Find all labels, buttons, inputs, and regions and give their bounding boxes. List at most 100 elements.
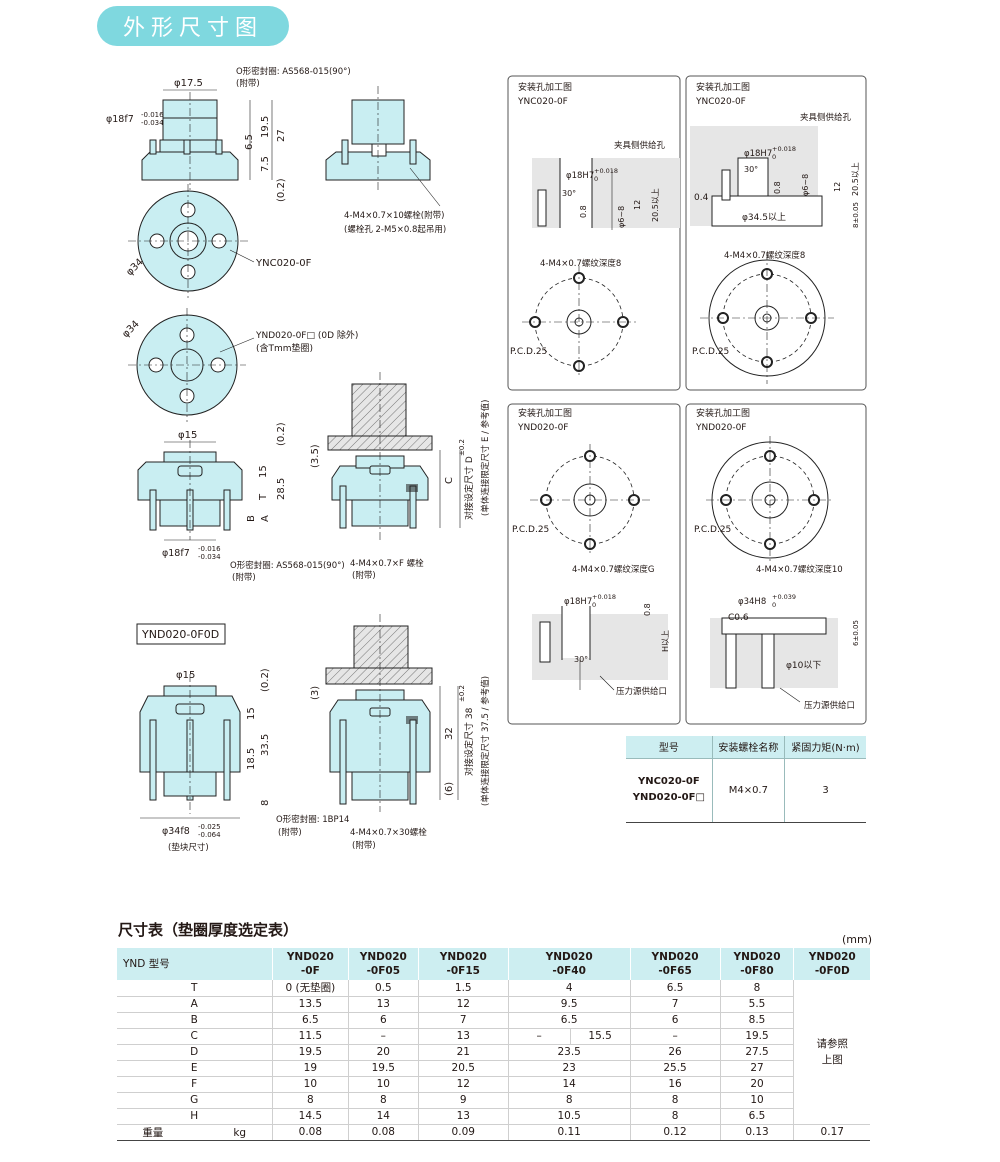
mount-4-fit-tol-upper: +0.039: [772, 593, 796, 601]
ynd-fit-tol-lower: -0.034: [198, 553, 221, 561]
ynd0d-fit-tol-upper: -0.025: [198, 823, 221, 831]
ynd-dim-285: 28.5: [276, 478, 287, 500]
mount-4-fit-tol-lower: 0: [772, 601, 776, 609]
mount-1-pcd: P.C.D.25: [510, 347, 547, 357]
ynd0d-dia-15: φ15: [176, 670, 195, 681]
mount-3-thread: 4-M4×0.7螺纹深度G: [572, 564, 654, 575]
torque-col-model: 型号: [626, 736, 713, 759]
ynd-vertical-2: (单体连接限定尺寸 E / 参考值): [480, 400, 491, 516]
ynd-model-note: (含Tmm垫圈): [256, 342, 313, 354]
mount-2-dim-5: 20.5以上: [851, 162, 860, 196]
ynd-vertical-1: 对接设定尺寸 D: [463, 456, 475, 520]
mount-3-fit-tol-upper: +0.018: [592, 593, 616, 601]
ynd-oring: O形密封圈: AS568-015(90°): [230, 560, 345, 571]
ync-dia-top: φ17.5: [174, 78, 203, 89]
table-row: H 14.5 14 13 10.5 8 6.5: [116, 1108, 871, 1125]
mount-2-caption: 安装孔加工图: [696, 81, 750, 93]
ynd0d-dim-8: 8: [260, 800, 271, 806]
ynd0d-dim-02: (0.2): [260, 668, 271, 692]
ync-dim-02: (0.2): [276, 178, 287, 202]
mount-4-pcd: P.C.D.25: [694, 525, 731, 535]
mount-1-caption: 安装孔加工图: [518, 81, 572, 93]
mount-3-pcd: P.C.D.25: [512, 525, 549, 535]
ynd-bolt: 4-M4×0.7×F 螺栓: [350, 558, 424, 569]
torque-model-1: YNC020-0F: [637, 776, 700, 787]
torque-table: 型号 安装螺栓名称 紧固力矩(N·m) YNC020-0F YND020-0F□…: [626, 736, 866, 823]
mount-3-dim-0: 0.8: [643, 603, 652, 616]
ynd-oring-note: (附带): [232, 572, 256, 583]
mount-2-supply: 夹具侧供给孔: [800, 112, 852, 123]
mount-panel-1: [507, 75, 681, 391]
torque-col-bolt: 安装螺栓名称: [711, 736, 785, 759]
mount-3-supply: 压力源供给口: [616, 686, 667, 697]
ync-dim-27: 27: [276, 129, 287, 142]
dims-corner: YND 型号: [116, 948, 273, 980]
dims-ref-note: 请参照上图: [793, 980, 870, 1125]
mount-1-angle: 30°: [562, 189, 576, 198]
ynd0d-section-view: [325, 614, 459, 812]
mount-3-fit-tol-lower: 0: [592, 601, 596, 609]
mount-2-angle: 30°: [744, 165, 758, 174]
ynd0d-bolt: 4-M4×0.7×30螺栓: [350, 827, 427, 838]
mount-1-dim-0: 0.8: [579, 205, 588, 218]
ync-top-view: [128, 184, 255, 298]
mount-1-fit-tol-upper: +0.018: [594, 167, 618, 175]
mount-2-dim-2: 0.8: [773, 181, 782, 194]
mount-4-dim-0: 6±0.05: [852, 620, 860, 646]
dims-col-0f80: YND020-0F80: [719, 948, 794, 980]
ync-bolt: 4-M4×0.7×10螺栓(附带): [344, 210, 444, 221]
mount-1-dim-1: φ6~8: [617, 206, 626, 228]
dims-col-0f0d: YND020-0F0D: [793, 948, 870, 980]
ync-dim-75: 7.5: [260, 156, 271, 172]
mount-2-pcd: P.C.D.25: [692, 347, 729, 357]
mount-3-angle: 30°: [574, 655, 588, 664]
ynd0d-dim-335: 33.5: [260, 734, 271, 756]
torque-models: YNC020-0F YND020-0F□: [626, 758, 713, 823]
ync-dim-195: 19.5: [260, 116, 271, 138]
mount-2-fit: φ18H7: [744, 149, 772, 159]
mount-1-fit: φ18H7: [566, 171, 594, 181]
ync-oring-note: (附带): [236, 78, 260, 89]
ynd-dia-34: φ34: [120, 319, 141, 340]
mount-4-chamfer: C0.6: [728, 613, 749, 623]
torque-col-torque: 紧固力矩(N·m): [784, 736, 866, 759]
ynd-dim-b: B: [246, 515, 257, 522]
ynd-front-view: [137, 440, 243, 541]
ynd-dim-a: A: [260, 515, 271, 522]
ynd0d-dim-15: 15: [246, 707, 257, 720]
mount-1-supply: 夹具侧供给孔: [614, 140, 666, 151]
ync-fit-tol-lower: -0.034: [141, 119, 164, 127]
ynd0d-fit-note: (垫块尺寸): [168, 842, 209, 853]
ynd0d-oring: O形密封圈: 1BP14: [276, 814, 349, 825]
mount-2-dim-3: φ6~8: [801, 174, 810, 196]
dims-col-0f65: YND020-0F65: [629, 948, 721, 980]
table-row: C 11.5 – 13 – 15.5 – 19.5: [116, 1028, 871, 1045]
dims-col-0f40: YND020-0F40: [507, 948, 631, 980]
dims-table-title: 尺寸表（垫圈厚度选定表）: [118, 921, 299, 939]
mount-4-model: YND020-0F: [695, 423, 747, 433]
mount-2-dim-1: φ34.5以上: [742, 212, 786, 223]
ync-section-view: [325, 86, 441, 207]
table-row: B 6.5 6 7 6.5 6 8.5: [116, 1012, 871, 1029]
ynd-dim-02: (0.2): [276, 422, 287, 446]
ynd-dim-c: C: [444, 477, 455, 484]
ynd-vertical-1-tol: ±0.2: [458, 439, 466, 456]
mount-2-dim-6: 8±0.05: [852, 202, 860, 228]
torque-model-2: YND020-0F□: [632, 792, 705, 803]
mount-4-thread: 4-M4×0.7螺纹深度10: [756, 564, 843, 575]
ynd-bolt-note: (附带): [352, 570, 376, 581]
ynd-section-view: [327, 372, 461, 540]
table-row: A 13.5 13 12 9.5 7 5.5: [116, 996, 871, 1013]
mount-3-caption: 安装孔加工图: [518, 407, 572, 419]
technical-drawings: φ17.5 O形密封圈: AS568-015(90°) (附带) φ18f7 -…: [106, 66, 867, 853]
ynd0d-vertical-1-tol: ±0.2: [458, 685, 466, 702]
ync-bolt-note: (螺栓孔 2-M5×0.8起吊用): [344, 224, 446, 235]
ync-oring: O形密封圈: AS568-015(90°): [236, 66, 351, 77]
table-row: F 10 10 12 14 16 20: [116, 1076, 871, 1093]
table-row: E 19 19.5 20.5 23 25.5 27: [116, 1060, 871, 1077]
ynd0d-vertical-2: (单体连接限定尺寸 37.5 / 参考值): [480, 676, 491, 806]
ynd0d-dim-32: 32: [444, 727, 455, 740]
mount-3-dim-1: H以上: [661, 630, 670, 652]
ynd0d-vertical-1: 对接设定尺寸 38: [463, 707, 475, 776]
